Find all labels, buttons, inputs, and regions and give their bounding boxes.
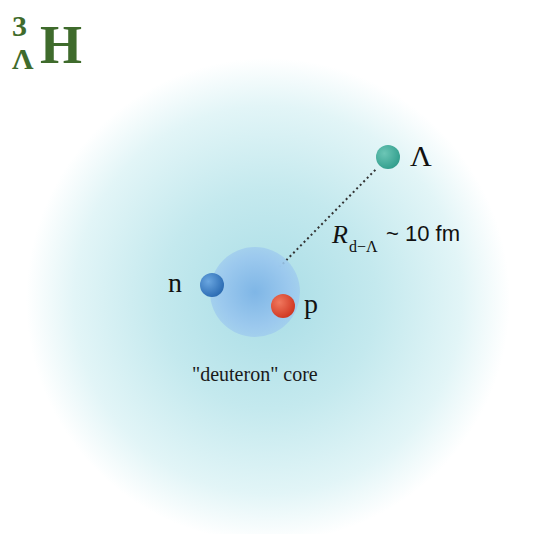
node-label: Λ bbox=[410, 139, 432, 173]
lambda-dot: Λ bbox=[376, 145, 400, 169]
deuteron-core: "deuteron" corenp bbox=[210, 247, 300, 337]
node-label: p bbox=[304, 288, 318, 320]
distance-subscript: d−Λ bbox=[349, 238, 378, 256]
lambda-halo bbox=[26, 58, 510, 534]
element-symbol: H bbox=[40, 14, 82, 76]
mass-number: 3 bbox=[12, 9, 27, 43]
proton-dot: p bbox=[271, 294, 295, 318]
neutron-dot: n bbox=[200, 273, 224, 297]
node-label: "deuteron" core bbox=[192, 363, 318, 386]
hyperon-subscript: Λ bbox=[12, 42, 34, 76]
distance-symbol: R bbox=[332, 220, 348, 250]
node-label: n bbox=[168, 267, 182, 299]
distance-value: ~ 10 fm bbox=[386, 221, 460, 247]
